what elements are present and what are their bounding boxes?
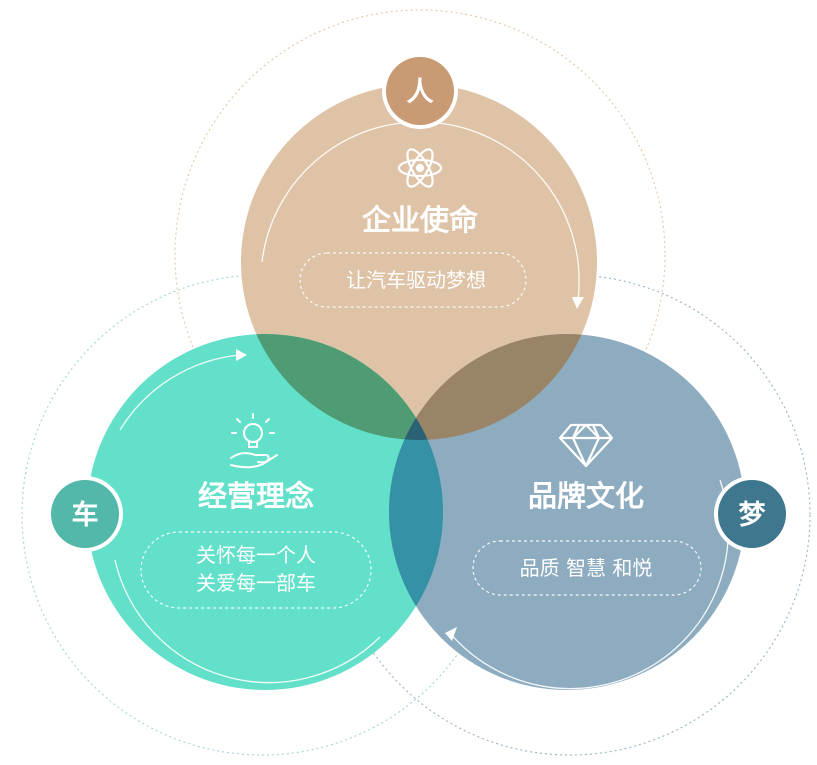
badge-philosophy: 车	[47, 476, 123, 552]
atom-icon	[397, 148, 443, 188]
orbit-ring-top	[174, 9, 666, 501]
badge-brand-label: 梦	[739, 500, 766, 531]
overlap-mission-philosophy	[241, 334, 443, 440]
badge-mission: 人	[382, 53, 458, 129]
philosophy-line-2: 关爱每一部车	[196, 571, 316, 595]
mission-line-1: 让汽车驱动梦想	[346, 268, 486, 292]
arrow-philosophy	[236, 349, 247, 361]
badge-philosophy-label: 车	[72, 499, 99, 531]
mission-title: 企业使命	[362, 203, 479, 237]
arc-philosophy-bottom	[114, 559, 381, 684]
pill-philosophy	[140, 531, 372, 609]
lightbulb-hand-icon	[230, 413, 278, 469]
philosophy-title: 经营理念	[198, 479, 314, 513]
badge-brand: 梦	[714, 476, 790, 552]
badge-mission-label: 人	[407, 77, 434, 108]
brand-line-1: 品质 智慧 和悦	[520, 556, 653, 580]
pill-brand	[472, 540, 702, 596]
arc-brand	[449, 479, 729, 690]
arrow-brand	[445, 627, 457, 641]
diamond-icon	[558, 423, 614, 468]
overlap-mission-brand	[389, 334, 597, 440]
brand-title: 品牌文化	[528, 479, 644, 513]
arrow-mission	[572, 297, 584, 309]
pill-mission	[299, 252, 527, 308]
arc-philosophy-top	[119, 354, 241, 431]
philosophy-line-1: 关怀每一个人	[196, 543, 316, 567]
